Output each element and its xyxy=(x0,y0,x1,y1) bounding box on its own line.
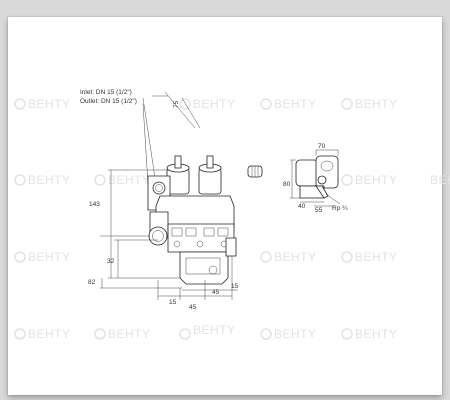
watermark-layer: BEHTY BEHTY BEHTY BEHTY BEHTY BEHTY BEHT… xyxy=(14,97,450,341)
watermark-logo-icon xyxy=(14,98,26,110)
watermark-logo-icon xyxy=(260,98,272,110)
dimension-label: 45 xyxy=(189,304,197,311)
dimension-label: 32 xyxy=(107,258,115,265)
watermark-logo-icon xyxy=(94,328,106,340)
watermark-logo-icon xyxy=(94,174,106,186)
watermark: BEHTY xyxy=(28,327,71,341)
dimension-label: 70 xyxy=(318,143,326,150)
pressure-switch-drawing xyxy=(290,149,341,207)
watermark-logo-icon xyxy=(14,251,26,263)
watermark: BEHTY xyxy=(28,97,71,111)
watermark-logo-icon xyxy=(341,174,353,186)
watermark: BEHTY xyxy=(430,173,450,187)
dimension-label: 55 xyxy=(315,207,323,214)
dimension-label: 15 xyxy=(169,299,177,306)
watermark-logo-icon xyxy=(260,328,272,340)
watermark: BEHTY xyxy=(193,97,236,111)
outlet-label: Outlet: DN 15 (1/2") xyxy=(80,98,137,105)
watermark: BEHTY xyxy=(355,327,398,341)
dimension-label: 143 xyxy=(89,201,100,208)
watermark: BEHTY xyxy=(355,173,398,187)
watermark: BEHTY xyxy=(108,173,151,187)
dimension-label: 40 xyxy=(298,203,306,210)
watermark-logo-icon xyxy=(260,251,272,263)
watermark-logo-icon xyxy=(179,328,191,340)
watermark-logo-icon xyxy=(341,251,353,263)
dimension-label: 15 xyxy=(231,283,239,290)
dimension-label: 80 xyxy=(283,181,291,188)
watermark: BEHTY xyxy=(28,250,71,264)
watermark: BEHTY xyxy=(355,97,398,111)
watermark-logo-icon xyxy=(341,98,353,110)
watermark: BEHTY xyxy=(108,327,151,341)
dimension-label: 75 xyxy=(173,100,180,108)
dimension-label: 82 xyxy=(88,279,96,286)
watermark-logo-icon xyxy=(14,328,26,340)
watermark-logo-icon xyxy=(14,174,26,186)
watermark: BEHTY xyxy=(274,327,317,341)
watermark: BEHTY xyxy=(355,250,398,264)
watermark: BEHTY xyxy=(193,323,236,337)
cable-gland-drawing xyxy=(247,165,263,178)
watermark-logo-icon xyxy=(179,98,191,110)
watermark-logo-icon xyxy=(341,328,353,340)
dimension-label: Rp ¼ xyxy=(332,205,348,212)
watermark: BEHTY xyxy=(28,173,71,187)
valve-assembly-drawing xyxy=(100,91,238,300)
inlet-label: Inlet: DN 15 (1/2") xyxy=(80,89,132,96)
dimension-label: 45 xyxy=(212,289,220,296)
watermark: BEHTY xyxy=(274,250,317,264)
watermark: BEHTY xyxy=(274,97,317,111)
